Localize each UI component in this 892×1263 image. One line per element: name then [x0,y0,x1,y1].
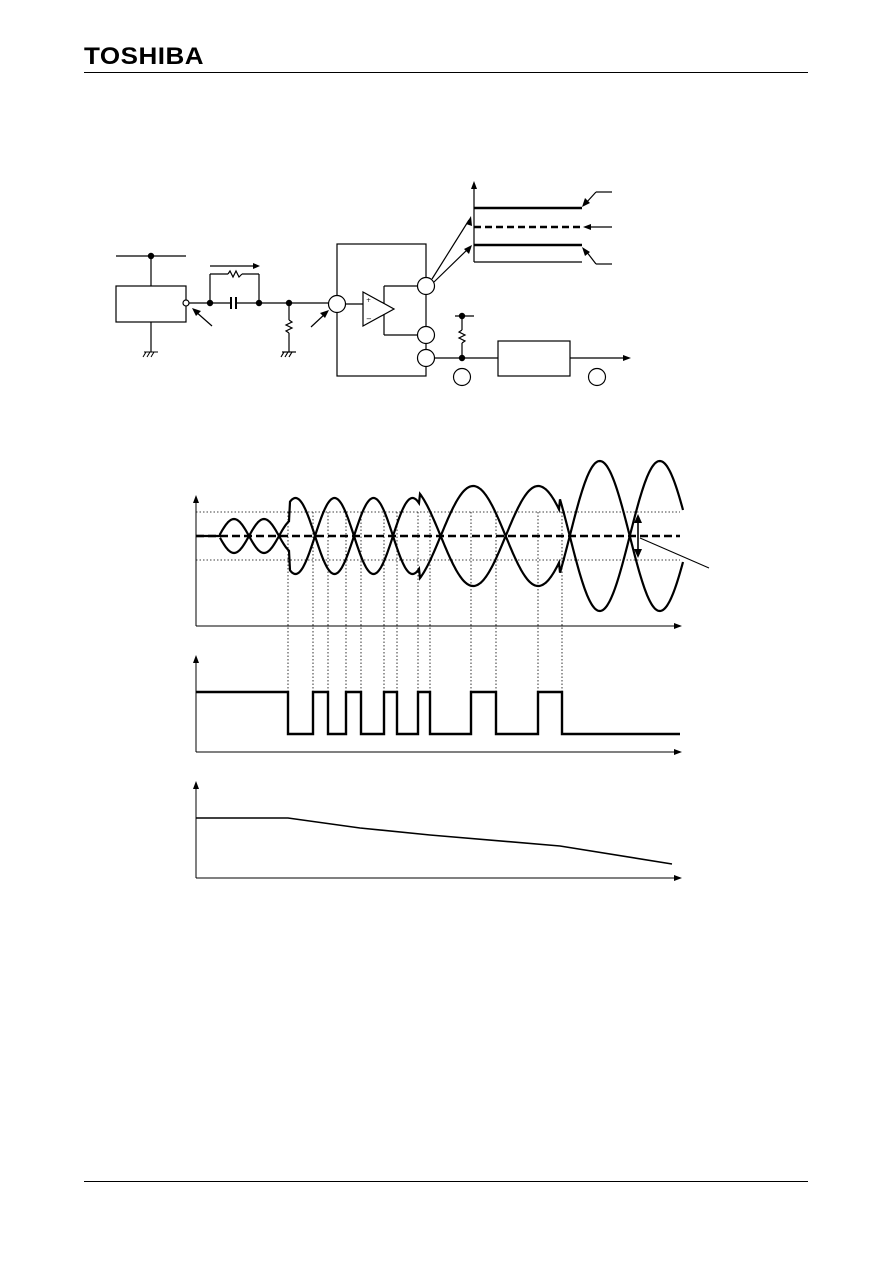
svg-text:+: + [366,297,371,304]
threshold-level-graph [471,181,612,265]
transition-guide-lines [287,512,563,692]
footer-rule [84,1181,808,1182]
panel-comparator-output [193,655,682,755]
panel-output-level [193,781,682,881]
ground-symbol [142,351,158,358]
digital-output-pulse-train [196,690,680,736]
header-rule [84,72,808,73]
output-level-trace [196,817,673,865]
panel-input-signal [193,495,710,629]
output-stage [434,312,631,387]
input-waveform-positive [196,459,685,613]
ic-block: + − [327,243,436,377]
coupling-network [189,263,289,309]
signal-source-block [115,252,190,358]
input-waveform-negative [219,459,685,613]
shunt-resistor [280,299,296,358]
svg-text:−: − [366,315,372,323]
toshiba-logo: TOSHIBA [84,42,205,70]
